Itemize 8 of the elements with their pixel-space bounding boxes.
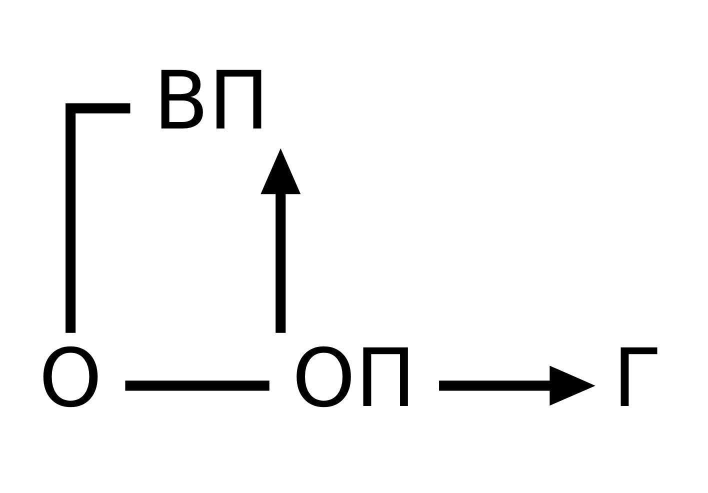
node-text: ВП <box>153 52 270 147</box>
node-text: ОП <box>292 330 416 424</box>
node-text: О <box>38 330 102 424</box>
arrow <box>439 365 596 406</box>
connector <box>125 380 270 390</box>
connector <box>66 102 130 332</box>
node-text: Г <box>612 330 662 424</box>
arrow <box>260 148 301 332</box>
